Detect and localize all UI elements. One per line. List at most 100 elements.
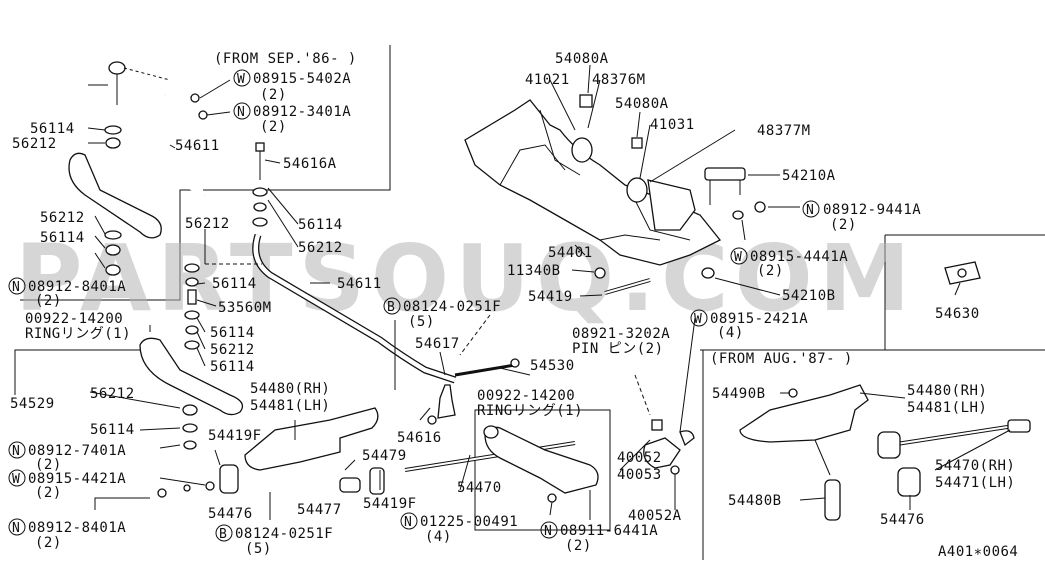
label-08915-5402A: 08915-5402A	[253, 71, 351, 87]
stabilizer-link	[427, 358, 520, 425]
label-qty: (4)	[425, 529, 452, 545]
label-qty: (2)	[35, 535, 62, 551]
label-54480B: 54480B	[728, 493, 782, 509]
badge-W: W	[734, 250, 742, 265]
label-56212: 56212	[298, 240, 343, 256]
badge-N: N	[806, 203, 814, 218]
label-qty: (2)	[260, 119, 287, 135]
label-54419F: 54419F	[363, 496, 417, 512]
label-56114: 56114	[212, 276, 257, 292]
label-00922-14200: 00922-14200	[477, 388, 575, 404]
badge-B: B	[387, 300, 395, 315]
label-54210B: 54210B	[782, 288, 836, 304]
label-08124-0251F: 08124-0251F	[403, 299, 501, 315]
label-ring: RINGリング(1)	[477, 403, 583, 419]
lower-control-arm-center	[483, 425, 599, 503]
label-54611: 54611	[175, 138, 220, 154]
stabilizer-bar-long	[252, 233, 457, 384]
badge-N: N	[544, 524, 552, 539]
label-54481LH: 54481(LH)	[250, 398, 330, 414]
label-08915-2421A: 08915-2421A	[710, 311, 808, 327]
badge-N: N	[237, 105, 245, 120]
label-54480RH: 54480(RH)	[907, 383, 987, 399]
label-qty: (2)	[35, 457, 62, 473]
label-54210A: 54210A	[782, 168, 836, 184]
badge-N: N	[12, 444, 20, 459]
label-08124-0251F: 08124-0251F	[235, 526, 333, 542]
label-54529: 54529	[10, 396, 55, 412]
label-qty: (5)	[245, 541, 272, 557]
label-56212: 56212	[210, 342, 255, 358]
bushings-left-upper	[104, 125, 122, 276]
ball-joint-upper-left	[108, 61, 171, 105]
badge-W: W	[12, 472, 20, 487]
label-54477: 54477	[297, 502, 342, 518]
label-54080A: 54080A	[615, 96, 669, 112]
watermark-text: PARTSOUQ.COM	[15, 225, 916, 332]
label-41021: 41021	[525, 72, 570, 88]
label-54617: 54617	[415, 336, 460, 352]
crossmember-54401	[464, 94, 722, 266]
tension-rod-right	[877, 419, 1031, 497]
label-56114: 56114	[40, 230, 85, 246]
label-48376M: 48376M	[592, 72, 646, 88]
bolt-54616A	[252, 142, 268, 227]
label-qty: (2)	[260, 87, 287, 103]
label-54490B: 54490B	[712, 386, 766, 402]
bolt-54419	[594, 267, 651, 295]
label-08921-3202A: 08921-3202A	[572, 326, 670, 342]
leader-lines	[14, 64, 1011, 520]
label-54481LH: 54481(LH)	[907, 400, 987, 416]
badge-N: N	[12, 280, 20, 295]
label-qty: (2)	[757, 263, 784, 279]
label-56114: 56114	[210, 359, 255, 375]
label-qty: (4)	[717, 325, 744, 341]
label-54530: 54530	[530, 358, 575, 374]
note-from-sep86: (FROM SEP.'86- )	[214, 51, 357, 67]
bushing-stack-mid	[184, 263, 200, 350]
badge-W: W	[237, 72, 245, 87]
label-56114: 56114	[90, 422, 135, 438]
badge-circles: W N N N W N B B N N W N W	[8, 69, 820, 542]
label-54419: 54419	[528, 289, 573, 305]
label-40053: 40053	[617, 467, 662, 483]
label-54401: 54401	[548, 245, 593, 261]
stabilizer-bar-upper	[144, 93, 206, 197]
label-54479: 54479	[362, 448, 407, 464]
label-08912-8401A: 08912-8401A	[28, 279, 126, 295]
label-56212: 56212	[12, 136, 57, 152]
label-54476: 54476	[208, 506, 253, 522]
label-00922-14200: 00922-14200	[25, 311, 123, 327]
bushings-54476	[157, 464, 385, 498]
label-08912-9441A: 08912-9441A	[823, 202, 921, 218]
label-qty: (2)	[35, 485, 62, 501]
label-54470: 54470	[457, 480, 502, 496]
badge-B: B	[219, 527, 227, 542]
note-from-aug87: (FROM AUG.'87- )	[710, 351, 853, 367]
label-01225-00491: 01225-00491	[420, 514, 518, 530]
label-54611: 54611	[337, 276, 382, 292]
label-qty: (2)	[565, 538, 592, 554]
frame-lines	[20, 45, 1045, 560]
label-56212: 56212	[40, 210, 85, 226]
ball-joint-right	[643, 419, 695, 500]
label-qty: (5)	[408, 314, 435, 330]
part-labels: (FROM SEP.'86- ) 08915-5402A (2) 08912-3…	[10, 51, 1018, 560]
label-54080A: 54080A	[555, 51, 609, 67]
badge-N: N	[404, 515, 412, 530]
label-08915-4421A: 08915-4421A	[28, 471, 126, 487]
label-40052: 40052	[617, 450, 662, 466]
control-arm-upper-left	[68, 152, 162, 239]
label-11340B: 11340B	[507, 263, 561, 279]
label-54616A: 54616A	[283, 156, 337, 172]
label-ring: RINGリング(1)	[25, 326, 131, 342]
label-48377M: 48377M	[757, 123, 811, 139]
label-54630: 54630	[935, 306, 980, 322]
nut-washer-upper	[190, 79, 231, 120]
label-54616: 54616	[397, 430, 442, 446]
label-53560M: 53560M	[218, 300, 272, 316]
control-arm-lower-left	[139, 337, 244, 450]
label-08912-3401A: 08912-3401A	[253, 104, 351, 120]
